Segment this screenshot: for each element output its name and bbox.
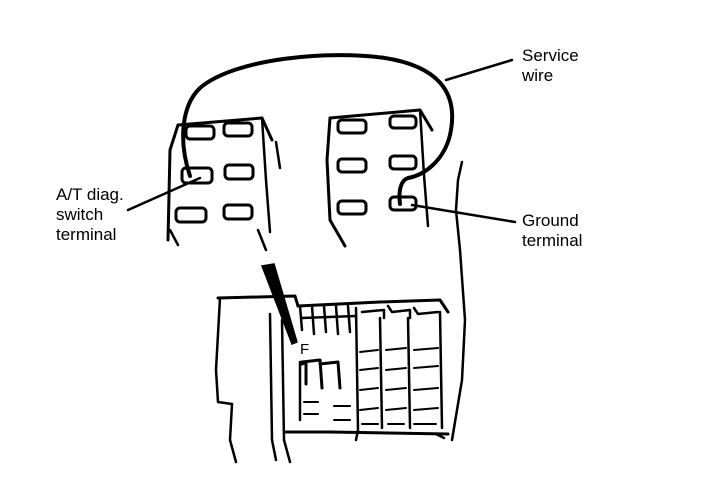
service-wire [181,53,455,206]
connector-mark: F [300,341,309,358]
fuse-box [214,294,450,464]
label-at-diag-switch-terminal: A/T diag. switch terminal [56,185,124,244]
leader-ground [410,203,517,224]
ground-terminal-pin [388,195,418,212]
at-diag-switch-pin [180,166,214,185]
left-connector [166,116,274,247]
pointer-wedge [260,263,298,345]
right-connector [325,108,434,248]
label-ground-terminal: Ground terminal [522,211,583,250]
label-service-wire: Service wire [522,46,579,85]
leader-at-diag [126,176,202,212]
leader-service-wire [444,58,514,82]
